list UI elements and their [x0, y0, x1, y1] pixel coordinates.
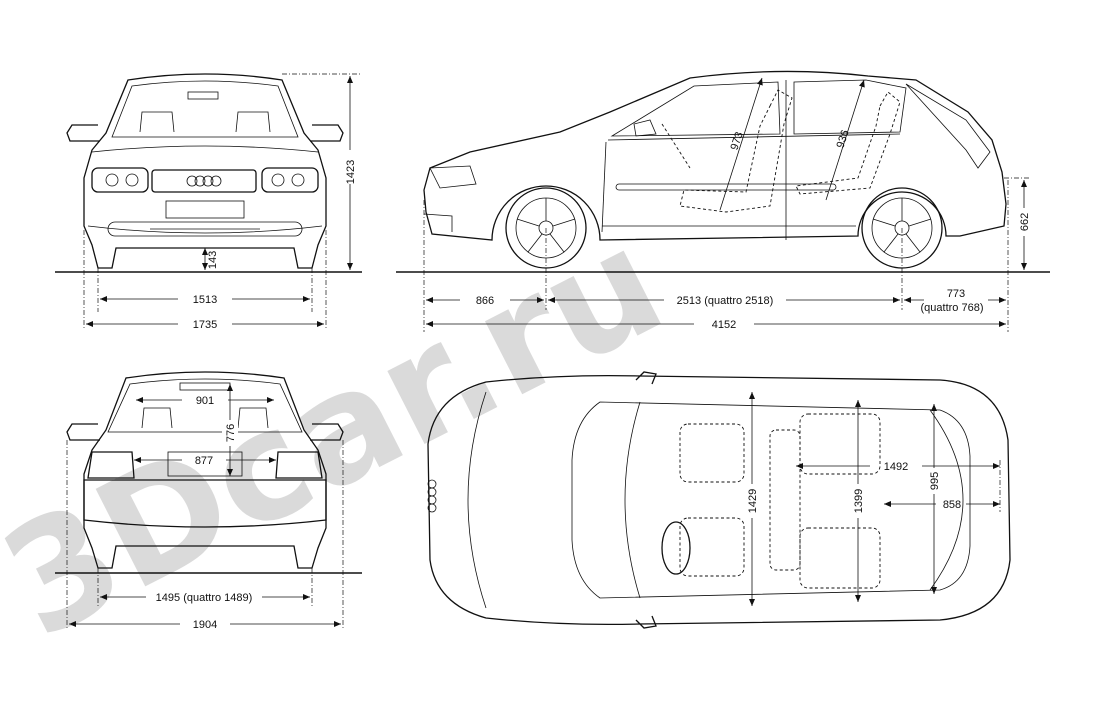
- rear-mirror-right: [310, 423, 344, 441]
- rear-bumper: [83, 479, 327, 528]
- side-headroom-front-label: 973: [729, 130, 746, 151]
- rear-headrest-right: [237, 407, 269, 429]
- front-clearance-label: 143: [207, 251, 219, 269]
- headlight-right: [261, 167, 319, 193]
- top-shoulder-front-label: 1429: [747, 489, 759, 513]
- top-audi-rings-icon: [427, 479, 437, 513]
- side-overhang-rear-label-1: 773: [947, 288, 965, 300]
- front-height-label-bg: [342, 150, 358, 184]
- side-headroom-rear-label: 936: [835, 128, 852, 149]
- top-hood-line: [467, 391, 487, 609]
- front-seat-right: [235, 111, 271, 133]
- rear-hatch-height-label-bg: [222, 420, 238, 446]
- side-view: 973 936 866 2513 (quattro 2518) 773 (qua…: [396, 70, 1050, 332]
- side-length-label: 4152: [712, 319, 736, 331]
- side-headlight: [429, 165, 477, 189]
- top-mirror-top: [635, 371, 657, 385]
- rear-headrest-left: [141, 407, 173, 429]
- front-width-label: 1735: [193, 319, 217, 331]
- front-seat-left: [139, 111, 175, 133]
- side-door-line: [601, 141, 607, 233]
- rear-track-label: 1495 (quattro 1489): [156, 592, 253, 604]
- side-window-front: [610, 81, 781, 137]
- side-front-seat: [679, 89, 793, 213]
- top-rear-seat-top: [799, 413, 881, 475]
- top-shoulder-front-label-bg: [744, 484, 760, 518]
- rear-brake-light: [179, 382, 231, 391]
- rear-hatch-glass: [107, 378, 303, 433]
- top-steering-wheel: [661, 521, 691, 575]
- front-lower-intake: [107, 221, 303, 237]
- side-overhang-front-label: 866: [476, 295, 494, 307]
- side-overhang-rear-label-2: (quattro 768): [921, 302, 984, 314]
- rear-hatch-height-label: 776: [225, 424, 237, 442]
- top-greenhouse: [571, 401, 971, 599]
- side-window-rear: [793, 79, 907, 135]
- front-mirror-right: [310, 124, 344, 142]
- front-bumper: [87, 225, 323, 234]
- side-body-outline: [423, 70, 1007, 241]
- side-sill-label: 662: [1019, 213, 1031, 231]
- top-cargo-length-label: 1492: [884, 461, 908, 473]
- side-rear-seat: [795, 91, 901, 195]
- side-rear-hatch: [905, 83, 991, 169]
- front-mirror-left: [66, 124, 100, 142]
- rear-view: 901 776 877 1495 (quattro 1489) 1904: [55, 371, 362, 631]
- headlight-left: [91, 167, 149, 193]
- front-grille: [151, 169, 257, 193]
- front-windshield: [111, 80, 299, 138]
- rear-body-outline: [83, 371, 327, 569]
- front-body-outline: [83, 73, 327, 269]
- top-cargo-depth-label: 858: [943, 499, 961, 511]
- side-overhang-rear-label-bg: [924, 287, 988, 313]
- top-mirror-bottom: [635, 615, 657, 629]
- rear-hatch-bottom-label: 877: [195, 455, 213, 467]
- top-cargo-width-label: 995: [929, 472, 941, 490]
- front-view: 1513 1735 143 1423: [55, 73, 362, 331]
- top-shoulder-rear-label-bg: [850, 484, 866, 518]
- top-front-seat-top: [679, 423, 745, 483]
- top-windshield-line: [624, 401, 641, 599]
- front-rear-mirror: [187, 91, 219, 100]
- top-rear-seat-bottom: [799, 527, 881, 589]
- rear-width-label: 1904: [193, 619, 217, 631]
- side-headroom-front-dim: [719, 77, 763, 211]
- top-view: 1429 1399 1492 995 858: [427, 371, 1011, 629]
- side-wheelbase-label: 2513 (quattro 2518): [677, 295, 774, 307]
- side-mirror: [633, 119, 657, 137]
- side-sill-label-bg: [1016, 208, 1032, 236]
- rear-mirror-left: [66, 423, 100, 441]
- side-steering: [661, 123, 691, 169]
- side-belt-line: [607, 133, 901, 141]
- front-license-plate: [165, 200, 245, 219]
- rear-plate-recess: [167, 451, 243, 477]
- top-rear-bench: [769, 429, 801, 571]
- front-track-label: 1513: [193, 294, 217, 306]
- side-headroom-rear-dim: [825, 79, 865, 201]
- top-rear-hatch-line: [929, 409, 964, 591]
- front-height-label: 1423: [345, 160, 357, 184]
- headlight-right-lamp-a: [271, 173, 285, 187]
- top-front-seat-bottom: [679, 517, 745, 577]
- rear-taillight-left: [87, 451, 135, 479]
- rear-taillight-right: [275, 451, 323, 479]
- headlight-left-lamp-a: [105, 173, 119, 187]
- headlight-left-lamp-b: [125, 173, 139, 187]
- headlight-right-lamp-b: [291, 173, 305, 187]
- rear-hatch-top-label: 901: [196, 395, 214, 407]
- top-cargo-width-label-bg: [926, 468, 942, 494]
- front-hood-line: [91, 145, 319, 153]
- front-audi-rings-icon: [186, 175, 222, 187]
- top-shoulder-rear-label: 1399: [853, 489, 865, 513]
- side-front-bumper: [423, 213, 453, 232]
